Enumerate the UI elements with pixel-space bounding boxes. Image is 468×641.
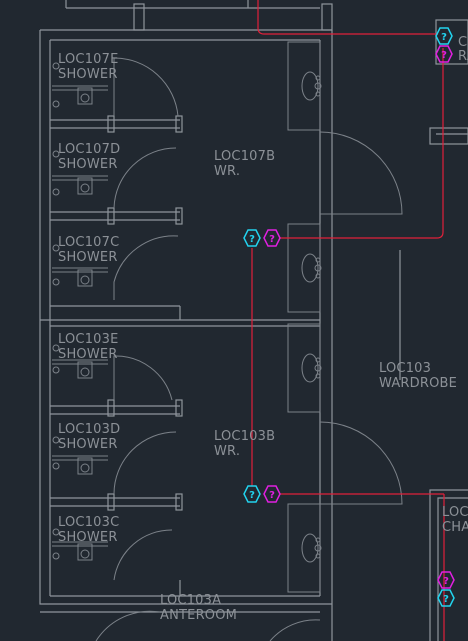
room-name-loc107b: LOC107B: [214, 149, 275, 164]
right-side-walls: [399, 19, 468, 641]
bottom-partial-arcs: [95, 610, 321, 641]
room-type-edge-right: CHA: [442, 520, 468, 535]
sink-2: [287, 223, 322, 313]
room-type-loc107e: SHOWER: [58, 67, 118, 82]
room-name-loc107d: LOC107D: [58, 142, 120, 157]
sink-4: [287, 503, 322, 593]
device-tag-magenta[interactable]: ?: [435, 45, 453, 63]
device-tags: ? ? ? ? ? ? ? ?: [243, 27, 455, 607]
fixture-103d: [52, 436, 108, 475]
wiring: [251, 0, 445, 641]
device-tag-cyan[interactable]: ?: [243, 229, 261, 247]
sink-3: [287, 323, 322, 413]
room-name-loc103c: LOC103C: [58, 515, 119, 530]
room-type-loc107c: SHOWER: [58, 250, 118, 265]
room-name-loc107e: LOC107E: [58, 52, 119, 67]
tag-symbol: ?: [443, 594, 449, 605]
tag-symbol: ?: [441, 50, 447, 61]
device-tag-cyan[interactable]: ?: [437, 589, 455, 607]
room-name-loc107c: LOC107C: [58, 235, 119, 250]
device-tag-cyan[interactable]: ?: [243, 485, 261, 503]
room-type-loc107d: SHOWER: [58, 157, 118, 172]
room-type-edge-top-right: RA: [458, 49, 468, 64]
fixture-107c: [52, 244, 108, 287]
sinks: [287, 41, 322, 593]
fixture-103e: [52, 344, 108, 379]
room-name-loc103b: LOC103B: [214, 429, 275, 444]
device-tag-cyan[interactable]: ?: [435, 27, 453, 45]
shower-door-swings: [113, 57, 179, 581]
room-type-loc103: WARDROBE: [379, 376, 457, 391]
room-name-edge-right: LOC: [442, 505, 468, 520]
shower-partitions: [50, 115, 183, 596]
room-type-loc103c: SHOWER: [58, 530, 118, 545]
fixture-103c: [52, 528, 108, 561]
shower-fixtures: [52, 62, 108, 561]
device-tag-magenta[interactable]: ?: [437, 571, 455, 589]
room-name-loc103: LOC103: [379, 361, 431, 376]
tag-symbol: ?: [443, 576, 449, 587]
tag-symbol: ?: [269, 234, 275, 245]
device-tag-magenta[interactable]: ?: [263, 485, 281, 503]
sink-1: [287, 41, 322, 131]
tag-symbol: ?: [269, 490, 275, 501]
tag-symbol: ?: [441, 32, 447, 43]
tag-symbol: ?: [249, 234, 255, 245]
fixture-107d: [52, 150, 108, 196]
room-type-loc103e: SHOWER: [58, 347, 118, 362]
top-partial-walls: [65, 0, 333, 31]
device-tag-magenta[interactable]: ?: [263, 229, 281, 247]
washroom-door-swings: [319, 131, 403, 505]
room-name-edge-top-right: C: [458, 35, 467, 50]
room-type-loc103b: WR.: [214, 444, 240, 459]
room-labels: LOC107E SHOWER LOC107D SHOWER LOC107C SH…: [58, 35, 468, 623]
room-name-loc103a: LOC103A: [160, 593, 221, 608]
fixture-107e: [52, 62, 108, 108]
room-name-loc103e: LOC103E: [58, 332, 119, 347]
room-type-loc103a: ANTEROOM: [160, 608, 237, 623]
room-name-loc103d: LOC103D: [58, 422, 120, 437]
room-type-loc103d: SHOWER: [58, 437, 118, 452]
room-type-loc107b: WR.: [214, 164, 240, 179]
tag-symbol: ?: [249, 490, 255, 501]
